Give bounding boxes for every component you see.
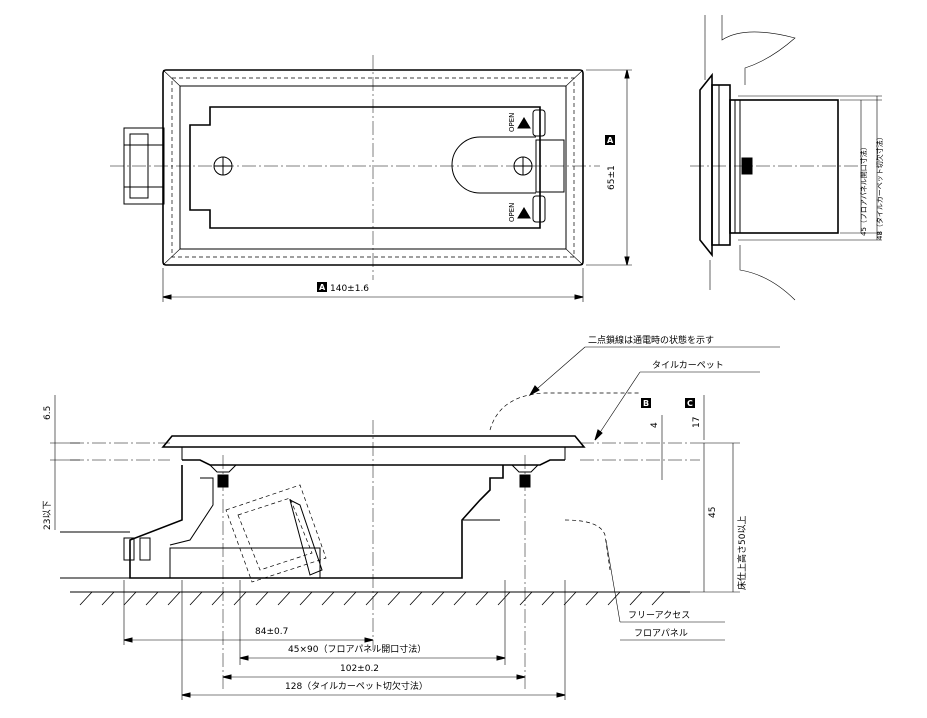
dim-floor-height: 床仕上高さ50以上 — [736, 516, 748, 590]
dim-45: 45 — [708, 507, 718, 518]
side-body — [729, 99, 839, 234]
side-dim-48: 48（タイルカーペット切欠寸法） — [875, 133, 884, 240]
dim-102: 102±0.2 — [340, 664, 379, 674]
open-tab-bottom: OPEN — [508, 195, 546, 223]
phantom-plug — [225, 484, 327, 583]
section-view: 二点鎖線は通電時の状態を示す タイルカーペット フリーアクセス フロアパネル B… — [43, 334, 780, 700]
dim-23-under: 23以下 — [43, 501, 53, 530]
width-value: 140±1.6 — [330, 284, 369, 294]
cover-lid — [189, 106, 541, 229]
height-dimension: A 65±1 — [586, 69, 632, 266]
callout-floor-panel-text: フロアパネル — [634, 628, 688, 639]
dim-6-5: 6.5 — [43, 406, 53, 420]
height-ref-a: A — [607, 136, 614, 145]
side-flange — [699, 72, 713, 258]
section-cover-plate — [161, 435, 586, 448]
dim-128: 128（タイルカーペット切欠寸法） — [285, 680, 428, 692]
svg-text:C: C — [687, 399, 693, 408]
callout-phantom: 二点鎖線は通電時の状態を示す — [528, 334, 780, 397]
section-dims-left: 6.5 23以下 — [43, 395, 80, 530]
dim-84: 84±0.7 — [255, 627, 288, 637]
finger-cutout — [451, 136, 536, 194]
dim-4: 4 — [650, 422, 660, 428]
dim-45x90: 45×90（フロアパネル開口寸法） — [288, 643, 426, 655]
open-label-top: OPEN — [508, 113, 516, 132]
callout-carpet: タイルカーペット — [594, 360, 760, 441]
section-dims-bottom: 84±0.7 45×90（フロアパネル開口寸法） 102±0.2 128（タイル… — [123, 580, 566, 700]
section-body — [129, 465, 504, 579]
open-tab-top: OPEN — [508, 109, 546, 137]
plug-blade — [289, 499, 323, 576]
height-value: 65±1 — [607, 165, 617, 190]
section-dims-right: B C 4 17 45 床仕上高さ50以上 — [641, 395, 748, 593]
callout-carpet-text: タイルカーペット — [652, 360, 724, 371]
callout-phantom-text: 二点鎖線は通電時の状態を示す — [588, 334, 714, 346]
width-ref-a: A — [319, 283, 326, 292]
svg-text:B: B — [643, 399, 649, 408]
callout-free-access: フリーアクセス フロアパネル — [605, 539, 725, 641]
section-screw-right — [510, 455, 540, 690]
side-view: 45（フロアパネル開口寸法） 48（タイルカーペット切欠寸法） — [690, 15, 884, 301]
open-label-bottom: OPEN — [508, 203, 516, 222]
width-dimension: A 140±1.6 — [162, 268, 584, 302]
top-view: OPEN OPEN A 140±1.6 A — [110, 55, 632, 302]
dim-17: 17 — [692, 417, 702, 428]
section-screw-left — [208, 455, 238, 690]
callout-free-access-text: フリーアクセス — [628, 610, 690, 621]
side-dim-45: 45（フロアパネル開口寸法） — [859, 143, 868, 236]
floor-hatch — [79, 591, 665, 606]
